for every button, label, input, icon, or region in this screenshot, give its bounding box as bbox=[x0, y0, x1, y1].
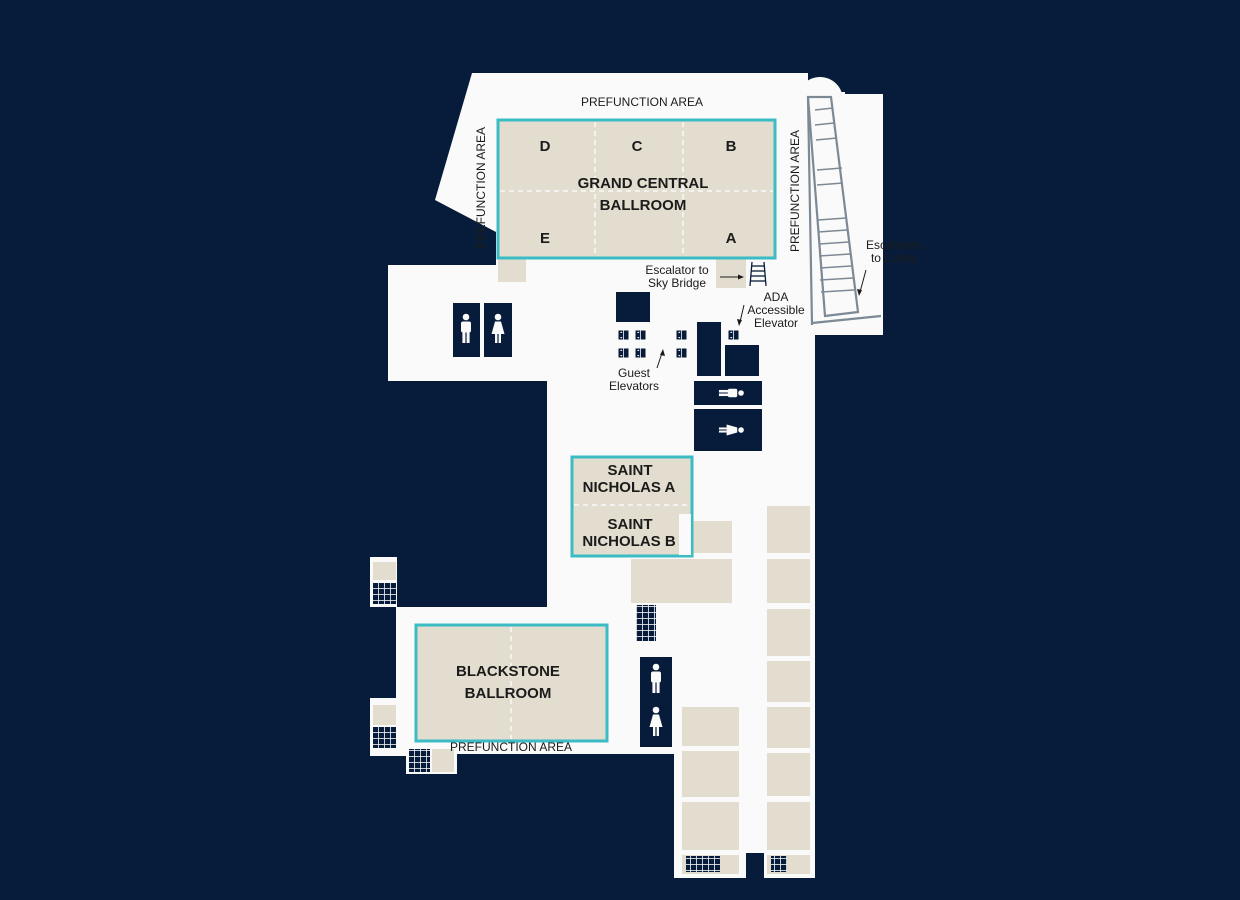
escalators-lobby-label-1: Escalators bbox=[866, 238, 922, 252]
service-room bbox=[767, 661, 810, 702]
grand-central-ballroom[interactable] bbox=[496, 118, 777, 260]
escalators-lobby-label-2: to Lobby bbox=[871, 251, 917, 265]
core-block bbox=[616, 292, 650, 322]
escalator-icon bbox=[806, 95, 882, 326]
service-room bbox=[373, 562, 396, 580]
service-room bbox=[498, 259, 526, 282]
ada-label-2: Accessible bbox=[747, 303, 805, 317]
service-room bbox=[767, 559, 810, 603]
service-room bbox=[682, 751, 739, 797]
core-block bbox=[725, 345, 759, 376]
service-room bbox=[767, 707, 810, 748]
saint-nicholas-a-name-2: NICHOLAS A bbox=[583, 479, 676, 496]
saint-nicholas-a-name-1: SAINT bbox=[608, 462, 653, 479]
prefunction-label-left: PREFUNCTION AREA bbox=[474, 127, 488, 249]
guest-elevators-label-2: Elevators bbox=[609, 379, 659, 393]
floor-round-corner bbox=[797, 77, 843, 123]
ada-label-1: ADA bbox=[764, 290, 789, 304]
service-room bbox=[767, 506, 810, 553]
service-room bbox=[682, 707, 739, 746]
section-a-label: A bbox=[726, 230, 737, 247]
service-room bbox=[682, 802, 739, 850]
saint-nicholas-rooms[interactable] bbox=[570, 455, 694, 558]
section-b-label: B bbox=[726, 138, 737, 155]
escalator-sky-label-2: Sky Bridge bbox=[648, 276, 706, 290]
service-room bbox=[716, 258, 746, 288]
grand-central-name-2: BALLROOM bbox=[600, 197, 687, 214]
saint-nicholas-b-name-1: SAINT bbox=[608, 516, 653, 533]
stairs-icon bbox=[373, 583, 787, 872]
core-block bbox=[697, 322, 721, 376]
prefunction-label-bottom: PREFUNCTION AREA bbox=[450, 740, 572, 754]
blackstone-ballroom[interactable] bbox=[414, 623, 609, 743]
section-d-label: D bbox=[540, 138, 551, 155]
restroom-block bbox=[640, 657, 672, 747]
prefunction-label-top: PREFUNCTION AREA bbox=[581, 95, 703, 109]
service-room bbox=[767, 753, 810, 796]
prefunction-label-right: PREFUNCTION AREA bbox=[788, 130, 802, 252]
section-e-label: E bbox=[540, 230, 550, 247]
service-room bbox=[631, 559, 732, 603]
section-c-label: C bbox=[632, 138, 643, 155]
service-room bbox=[767, 609, 810, 656]
saint-nicholas-b-name-2: NICHOLAS B bbox=[582, 533, 676, 550]
blackstone-name-1: BLACKSTONE bbox=[456, 663, 560, 680]
escalator-sky-label-1: Escalator to bbox=[645, 263, 709, 277]
service-room bbox=[767, 802, 810, 850]
sky-bridge-escalator-icon bbox=[749, 261, 767, 287]
grand-central-name-1: GRAND CENTRAL bbox=[578, 175, 709, 192]
service-room bbox=[373, 705, 396, 725]
guest-elevators-label-1: Guest bbox=[618, 366, 651, 380]
blackstone-name-2: BALLROOM bbox=[465, 685, 552, 702]
ada-label-3: Elevator bbox=[754, 316, 798, 330]
service-room bbox=[432, 749, 454, 772]
map-labels: PREFUNCTION AREA PREFUNCTION AREA PREFUN… bbox=[450, 95, 922, 754]
pointer-arrows bbox=[656, 269, 867, 369]
